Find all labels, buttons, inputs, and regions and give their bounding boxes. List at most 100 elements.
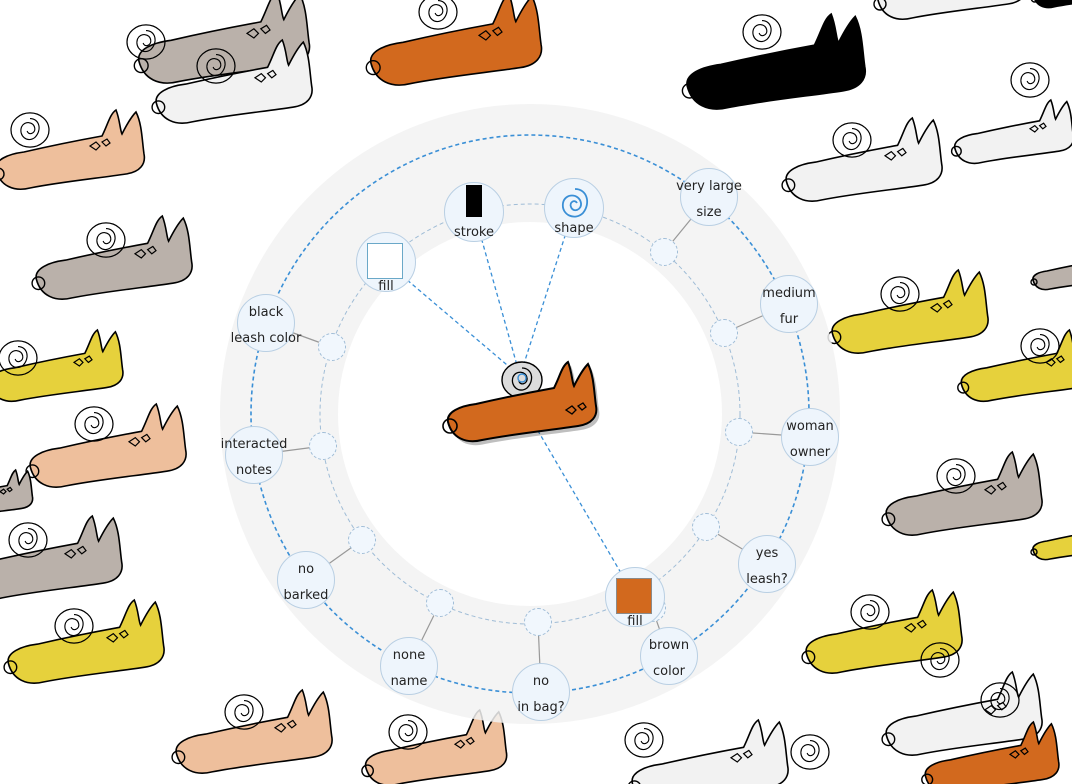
background-dog-icon (957, 328, 1072, 403)
attribute-node[interactable]: interacted notes (221, 426, 287, 484)
bag-spiral-icon (624, 722, 664, 758)
background-dog-icon (1030, 0, 1072, 9)
attribute-name: in bag? (517, 700, 565, 715)
bag-spiral-icon (196, 48, 236, 84)
center-dog-icon (442, 360, 600, 446)
attribute-slot[interactable] (710, 319, 738, 347)
background-dog-icon (25, 402, 187, 488)
attribute-slot[interactable] (692, 513, 720, 541)
background-dog-icon (133, 0, 311, 84)
channel-fill-brown[interactable]: fill (605, 567, 665, 629)
attribute-name: leash? (746, 572, 788, 587)
attribute-slot[interactable] (426, 589, 454, 617)
attribute-name: fur (779, 312, 799, 327)
bag-spiral-icon (86, 222, 126, 258)
channel-label: fill (627, 614, 643, 629)
bag-spiral-icon (1020, 328, 1060, 364)
background-dog-icon (0, 108, 146, 190)
background-dog-icon (0, 468, 34, 513)
background-dog-icon (3, 598, 165, 684)
attribute-value: none (392, 648, 426, 663)
attribute-name: owner (789, 445, 831, 460)
bag-spiral-icon (980, 682, 1020, 718)
fill-swatch (616, 578, 652, 614)
attribute-node[interactable]: very large size (676, 168, 742, 226)
bag-spiral-icon (832, 122, 872, 158)
attribute-value: woman (786, 419, 834, 434)
attribute-value: yes (755, 546, 779, 561)
attribute-value: no (532, 674, 550, 689)
attribute-node[interactable]: brown color (640, 627, 698, 685)
bag-spiral-icon (920, 642, 960, 678)
attribute-node[interactable]: no barked (277, 551, 335, 609)
bag-spiral-icon (10, 112, 50, 148)
bag-spiral-icon (8, 522, 48, 558)
attribute-slot[interactable] (309, 432, 337, 460)
attribute-name: size (696, 205, 722, 220)
background-dog-icon (365, 0, 543, 86)
attribute-node[interactable]: none name (380, 637, 438, 695)
bag-spiral-icon (880, 276, 920, 312)
background-dog-icon (881, 450, 1043, 536)
attribute-node[interactable]: no in bag? (512, 663, 570, 721)
bag-spiral-icon (74, 406, 114, 442)
background-dog-icon (1030, 534, 1072, 561)
attribute-value: medium (762, 286, 816, 301)
background-dog-icon (171, 688, 333, 774)
attribute-slot[interactable] (348, 526, 376, 554)
background-dog-icon (0, 514, 123, 600)
channel-fill-outline[interactable]: fill (356, 232, 416, 294)
attribute-value: no (297, 562, 315, 577)
attribute-slot[interactable] (725, 418, 753, 446)
attribute-name: leash color (230, 331, 302, 346)
attribute-slot[interactable] (524, 608, 552, 636)
attribute-value: black (248, 305, 284, 320)
channel-stroke[interactable]: stroke (444, 182, 504, 242)
attribute-node[interactable]: yes leash? (738, 535, 796, 593)
background-dog-icon (681, 12, 867, 110)
attribute-value: very large (676, 179, 742, 194)
attribute-name: barked (283, 588, 329, 603)
bag-spiral-icon (388, 714, 428, 750)
attribute-node[interactable]: woman owner (781, 408, 839, 466)
background-dog-icon (151, 38, 313, 124)
background-dog-icon (628, 718, 789, 784)
background-dog-icon (921, 720, 1060, 784)
bag-spiral-icon (936, 458, 976, 494)
background-dog-icon (827, 268, 989, 354)
background-dog-icon (881, 670, 1043, 756)
channel-link (533, 423, 636, 598)
channel-label: shape (554, 221, 594, 236)
background-dog-icon (781, 116, 943, 202)
attribute-slot[interactable] (318, 333, 346, 361)
attribute-name: notes (235, 463, 273, 478)
bag-spiral-icon (418, 0, 458, 30)
fill-swatch (367, 243, 403, 279)
channel-label: fill (378, 279, 394, 294)
background-dog-icon (873, 0, 1021, 20)
attribute-node[interactable]: black leash color (231, 294, 301, 352)
attribute-slot[interactable] (650, 238, 678, 266)
background-dog-icon (1030, 264, 1072, 291)
bag-spiral-icon (850, 594, 890, 630)
attribute-value: brown (648, 638, 690, 653)
bag-spiral-icon (224, 694, 264, 730)
channel-shape[interactable]: shape (544, 178, 604, 238)
attribute-node[interactable]: medium fur (760, 275, 818, 333)
bag-spiral-icon (790, 734, 830, 770)
stroke-swatch (466, 185, 482, 217)
bag-spiral-icon (0, 340, 38, 376)
attribute-name: color (652, 664, 685, 679)
bag-spiral-icon (1010, 62, 1050, 98)
background-dog-icon (0, 328, 124, 403)
bag-spiral-icon (126, 24, 166, 60)
bag-spiral-icon (742, 14, 782, 50)
background-dog-icon (31, 214, 193, 300)
channel-label: stroke (454, 225, 494, 240)
attribute-name: name (390, 674, 428, 689)
background-dog-icon (950, 98, 1072, 165)
bag-spiral-icon (54, 608, 94, 644)
spiral-icon (562, 188, 589, 218)
attribute-value: interacted (220, 437, 288, 452)
